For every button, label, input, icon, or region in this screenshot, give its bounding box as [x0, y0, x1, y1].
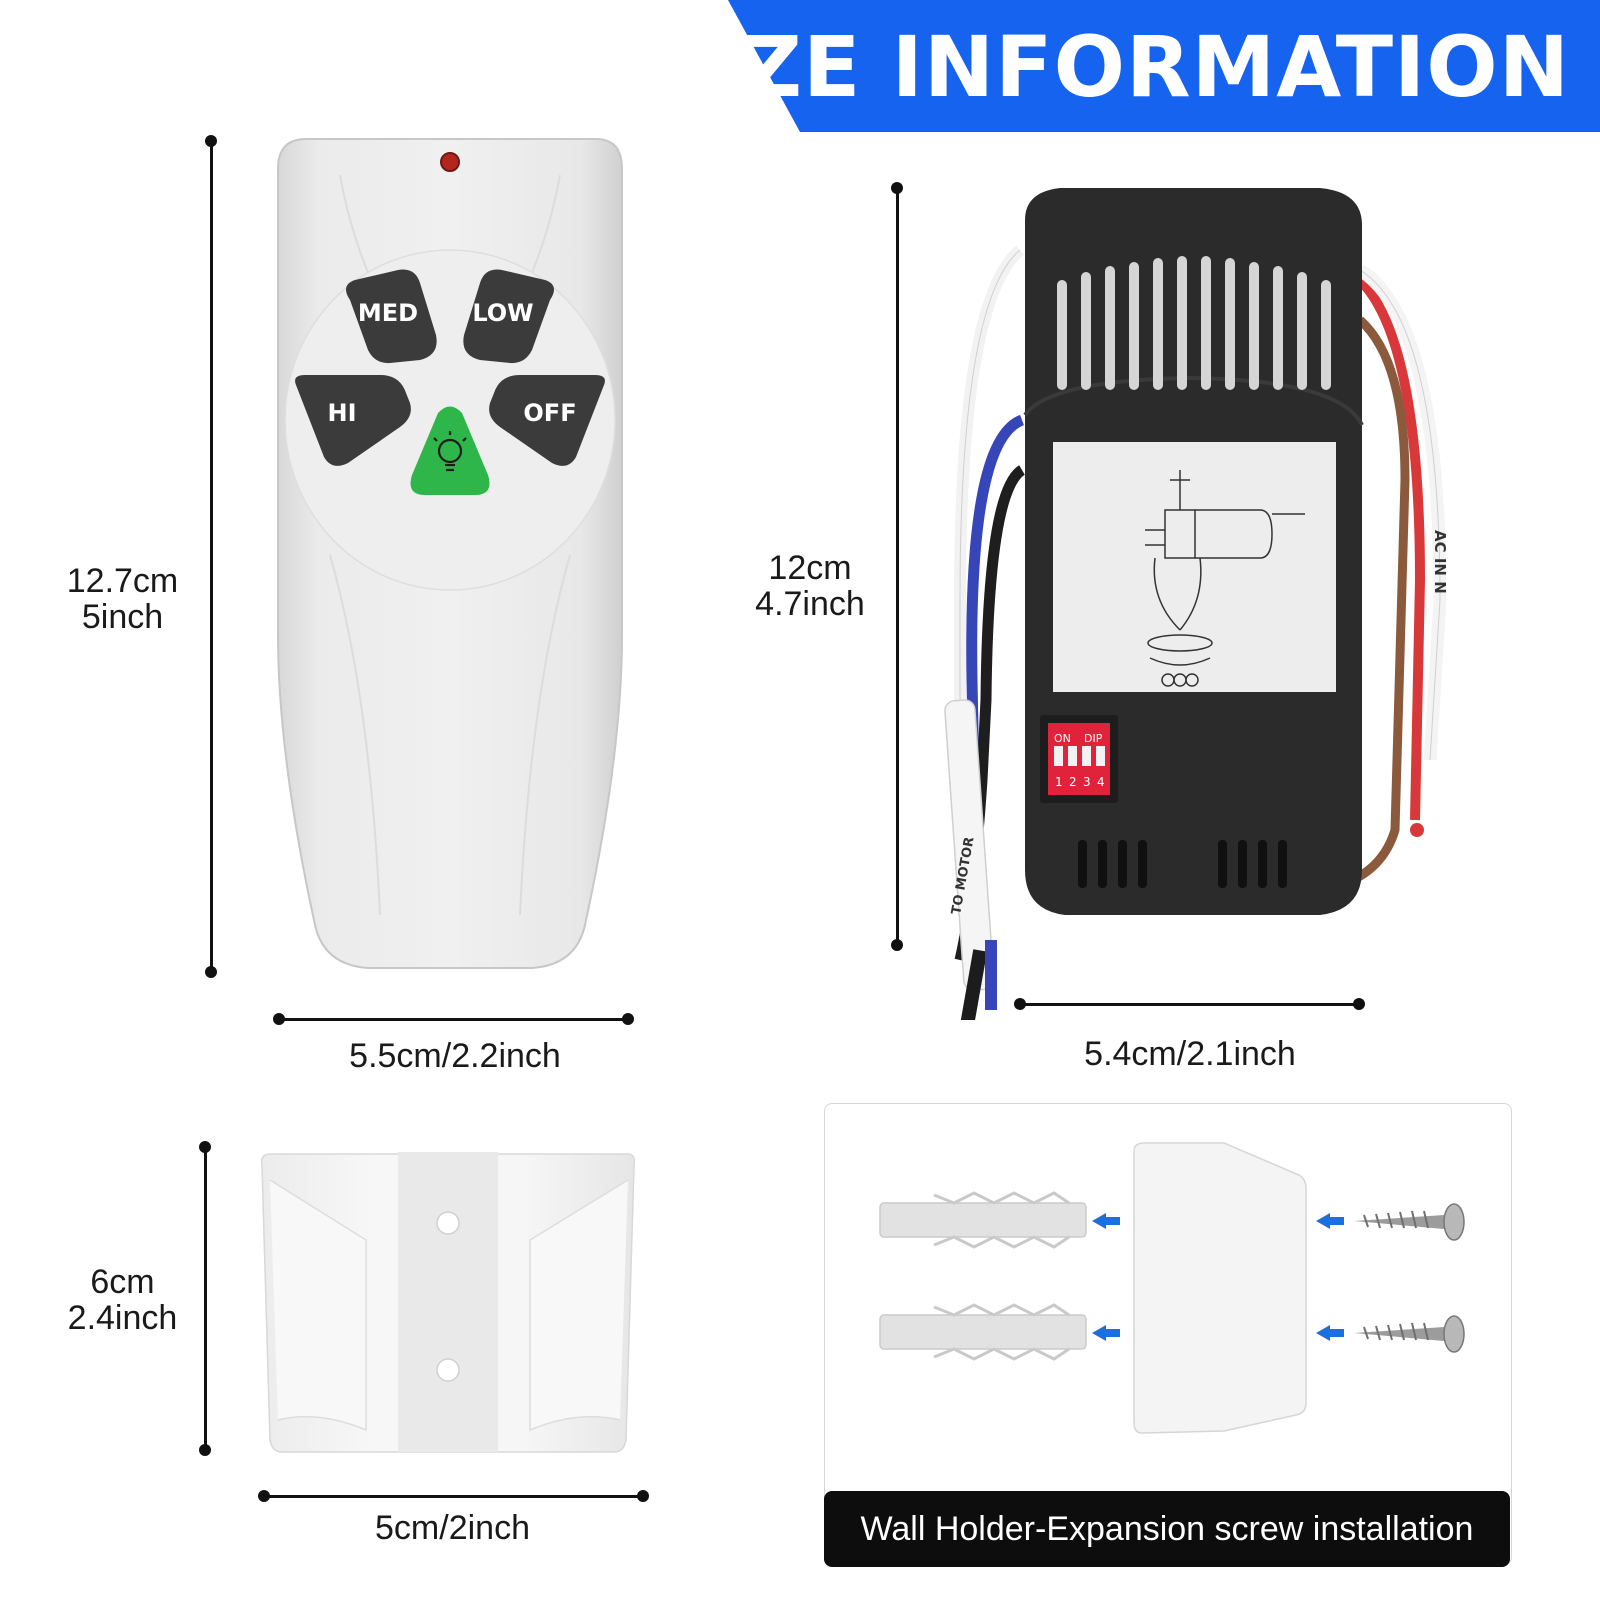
holder-screw-hole-bottom: [436, 1358, 460, 1382]
dip-toggles[interactable]: [1054, 746, 1105, 766]
wall-holder: [260, 1152, 636, 1453]
dip-on-label: ON: [1054, 732, 1071, 745]
low-button-label: LOW: [472, 299, 533, 327]
receiver-height-label: 12cm 4.7inch: [740, 550, 880, 622]
receiver-width-dot-left: [1014, 998, 1026, 1010]
arrow-left-icon: [1092, 1213, 1120, 1229]
off-button-label: OFF: [523, 399, 576, 427]
remote-height-line: [210, 140, 213, 972]
remote-width-dot-right: [622, 1013, 634, 1025]
dip-number-2: 2: [1069, 775, 1077, 789]
holder-screw-hole-top: [436, 1211, 460, 1235]
holder-height-label: 6cm 2.4inch: [50, 1264, 195, 1336]
holder-width-dot-right: [637, 1490, 649, 1502]
holder-width-dot-left: [258, 1490, 270, 1502]
dip-number-4: 4: [1097, 775, 1105, 789]
remote-width-dot-left: [273, 1013, 285, 1025]
led-indicator-icon: [440, 152, 460, 172]
header-banner: [728, 0, 1600, 132]
receiver-height-line: [896, 187, 899, 945]
remote-width-line: [278, 1018, 628, 1021]
installation-illustration: [879, 1142, 1465, 1434]
arrow-left-icon: [1316, 1213, 1344, 1229]
wiring-diagram: [1053, 442, 1336, 692]
arrow-left-icon: [1316, 1325, 1344, 1341]
receiver-width-line: [1019, 1003, 1359, 1006]
holder-height-dot-top: [199, 1141, 211, 1153]
low-button[interactable]: LOW: [463, 269, 554, 364]
dip-number-3: 3: [1083, 775, 1091, 789]
expansion-anchor-top: [879, 1191, 1087, 1249]
remote-height-cm: 12.7cm: [66, 562, 179, 600]
remote-height-inch: 5inch: [81, 598, 164, 636]
arrow-icons: [1092, 1213, 1344, 1341]
remote-height-dot-top: [205, 135, 217, 147]
hi-button[interactable]: HI: [295, 375, 411, 466]
med-button[interactable]: MED: [346, 269, 437, 364]
installation-caption: Wall Holder-Expansion screw installation: [824, 1491, 1510, 1567]
dip-number-1: 1: [1055, 775, 1063, 789]
wiring-diagram-lines: [1145, 470, 1305, 687]
off-button[interactable]: OFF: [489, 375, 605, 466]
holder-height-inch: 2.4inch: [67, 1299, 178, 1337]
receiver-height-dot-bottom: [891, 939, 903, 951]
light-button[interactable]: [410, 406, 490, 496]
holder-side-view: [1133, 1142, 1307, 1434]
remote-width-label: 5.5cm/2.2inch: [349, 1037, 561, 1075]
vent-slots: [1057, 256, 1331, 390]
hi-button-label: HI: [327, 399, 356, 427]
blue-wire: [966, 414, 1025, 981]
screw-bottom: [1354, 1315, 1465, 1353]
receiver-width-dot-right: [1353, 998, 1365, 1010]
bulb-icon: [433, 431, 467, 472]
receiver-height-dot-top: [891, 182, 903, 194]
holder-width-line: [263, 1495, 643, 1498]
expansion-anchor-bottom: [879, 1303, 1087, 1361]
receiver-height-inch: 4.7inch: [755, 585, 865, 623]
bottom-vents: [1078, 840, 1287, 888]
holder-height-cm: 6cm: [90, 1263, 155, 1301]
holder-height-dot-bottom: [199, 1444, 211, 1456]
receiver-width-label: 5.4cm/2.1inch: [1084, 1035, 1296, 1073]
remote-height-dot-bottom: [205, 966, 217, 978]
dip-label: DIP: [1084, 732, 1103, 745]
ac-wire-label: AC IN N: [1431, 530, 1449, 594]
receiver-unit: ON DIP 1 2 3 4 TO MOTOR AC IN N: [944, 188, 1449, 1020]
receiver-height-cm: 12cm: [768, 549, 852, 587]
holder-height-line: [204, 1146, 207, 1450]
remote-height-label: 12.7cm 5inch: [50, 563, 195, 635]
red-wire: [1356, 276, 1426, 821]
screw-top: [1354, 1203, 1465, 1241]
page-title: SIZE INFORMATION: [647, 18, 1570, 116]
med-button-label: MED: [358, 299, 418, 327]
arrow-left-icon: [1092, 1325, 1120, 1341]
remote-control: MED LOW HI OFF: [277, 138, 623, 969]
holder-width-label: 5cm/2inch: [375, 1509, 530, 1547]
